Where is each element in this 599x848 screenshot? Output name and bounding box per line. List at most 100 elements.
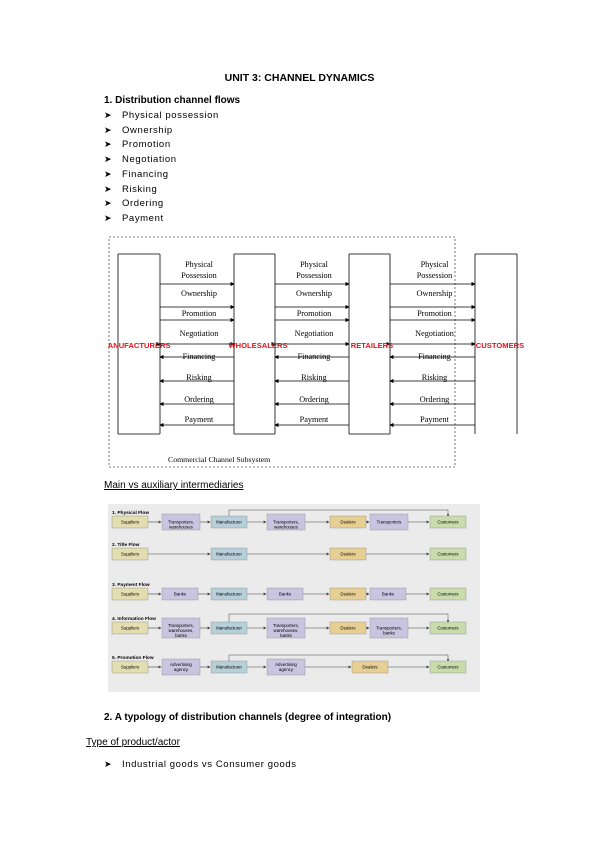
subsystem-dashed-frame — [108, 236, 456, 468]
flow-box-label: Dealers — [340, 592, 356, 597]
flow-box — [329, 587, 367, 601]
flow-box-label: banks — [383, 631, 396, 636]
flow-label: Physical — [421, 260, 449, 269]
flow-box-label: banks — [280, 633, 293, 638]
flow-box-label: Dealers — [340, 626, 356, 631]
arrowhead-bullet-icon: ➤ — [104, 212, 113, 223]
flow-label: Negotiation — [180, 329, 219, 338]
flow-bullet-item: ➤ Ordering — [104, 198, 164, 209]
bypass-connector — [228, 613, 450, 623]
flow-box-label: Banks — [174, 592, 187, 597]
flow-box-label: Suppliers — [121, 665, 140, 670]
flow-box-label: warehouses, — [169, 628, 194, 633]
flow-label: Risking — [301, 373, 326, 382]
flow-label: Negotiation — [415, 329, 454, 338]
channel-flows-diagram: PhysicalPossessionPhysicalPossessionPhys… — [108, 236, 524, 468]
flow-label: Ownership — [417, 289, 453, 298]
flow-box — [266, 658, 306, 676]
flow-box — [210, 547, 248, 561]
flow-row-title: 2. Title Flow — [112, 542, 140, 548]
flow-box-label: Transporters, — [376, 626, 402, 631]
flow-box-label: Customers — [437, 665, 459, 670]
flow-label: Risking — [186, 373, 211, 382]
flow-box-label: Dealers — [362, 665, 378, 670]
flow-label: Promotion — [297, 309, 332, 318]
flow-box-label: Manufacturer — [216, 520, 242, 525]
flow-label: Negotiation — [295, 329, 334, 338]
flow-box-label: Advertising — [170, 662, 192, 667]
arrowhead-bullet-icon: ➤ — [104, 759, 113, 769]
flow-box-label: Manufacturer — [216, 626, 242, 631]
flow-box-label: Transporters, — [168, 520, 194, 525]
flow-box-label: Transporters, — [168, 623, 194, 628]
flow-box — [429, 587, 467, 601]
flow-bullet-item: ➤ Payment — [104, 213, 164, 224]
flow-box — [111, 621, 149, 635]
flow-row-title: 3. Payment Flow — [112, 582, 150, 588]
flow-box — [266, 587, 304, 601]
flow-box — [266, 617, 306, 639]
flow-label: Ordering — [420, 395, 450, 404]
actor-label: CUSTOMERS — [476, 341, 524, 350]
flow-bullet-label: Risking — [122, 183, 158, 195]
section-heading-typology: 2. A typology of distribution channels (… — [104, 712, 392, 723]
flow-box — [266, 513, 306, 531]
flow-box — [369, 513, 409, 531]
flow-row-title: 5. Promotion Flow — [112, 655, 154, 661]
arrowhead-bullet-icon: ➤ — [104, 198, 113, 209]
flow-box-label: Dealers — [340, 520, 356, 525]
flow-label: Payment — [185, 415, 214, 424]
flow-bullet-item: ➤ Physical possession — [104, 110, 219, 121]
arrowhead-bullet-icon: ➤ — [104, 183, 113, 194]
flow-label: Physical — [300, 260, 328, 269]
flow-box-label: Transporters, — [273, 623, 299, 628]
flow-label: Payment — [420, 415, 449, 424]
flow-box-label: Manufacturer — [216, 665, 242, 670]
flow-box-label: Customers — [437, 592, 459, 597]
flow-box-label: Customers — [437, 552, 459, 557]
flow-box — [329, 515, 367, 529]
flow-box-label: agency — [174, 667, 189, 672]
flow-box — [161, 513, 201, 531]
arrowhead-bullet-icon: ➤ — [104, 110, 113, 120]
flow-label: Financing — [418, 352, 451, 361]
flow-box — [161, 617, 201, 639]
flow-bullet-label: Payment — [122, 212, 164, 224]
flow-box — [351, 660, 389, 674]
arrowhead-bullet-icon: ➤ — [104, 154, 113, 165]
flow-box — [429, 547, 467, 561]
flow-row-title: 4. Information Flow — [112, 616, 156, 622]
flow-label: Promotion — [417, 309, 452, 318]
flow-label: Risking — [422, 373, 447, 382]
flow-label: Ordering — [299, 395, 329, 404]
flow-box-label: banks — [175, 633, 188, 638]
flow-box — [369, 617, 409, 639]
flow-box-label: Banks — [382, 592, 395, 597]
actor-label: RETAILERS — [351, 341, 393, 350]
flow-row-title: 1. Physical Flow — [112, 510, 149, 516]
flow-bullet-label: Physical possession — [122, 110, 219, 121]
flow-box-label: Manufacturer — [216, 552, 242, 557]
flow-label: Possession — [417, 271, 453, 280]
flow-label: Financing — [298, 352, 331, 361]
flow-box — [111, 660, 149, 674]
flow-bullet-label: Ordering — [122, 198, 164, 210]
flow-box — [111, 587, 149, 601]
flow-bullet-item: ➤ Promotion — [104, 139, 171, 150]
section-heading-distribution-flows: 1. Distribution channel flows — [104, 95, 241, 106]
arrowhead-bullet-icon: ➤ — [104, 139, 113, 150]
flow-label: Ownership — [181, 289, 217, 298]
flow-bullet-label: Promotion — [122, 139, 171, 151]
flow-box-label: warehouses, — [274, 628, 299, 633]
flow-box-label: Customers — [437, 626, 459, 631]
flow-box — [111, 515, 149, 529]
flow-box-label: Suppliers — [121, 520, 140, 525]
flow-label: Ordering — [184, 395, 214, 404]
flow-box-label: Suppliers — [121, 552, 140, 557]
flow-box-label: Banks — [279, 592, 292, 597]
flow-bullet-item: ➤Negotiation — [104, 154, 177, 165]
bullet-industrial-vs-consumer: ➤Industrial goods vs Consumer goods — [104, 759, 297, 770]
actor-label: WHOLESALERS — [228, 341, 287, 350]
flow-box-label: Suppliers — [121, 592, 140, 597]
bypass-connector — [228, 509, 450, 517]
